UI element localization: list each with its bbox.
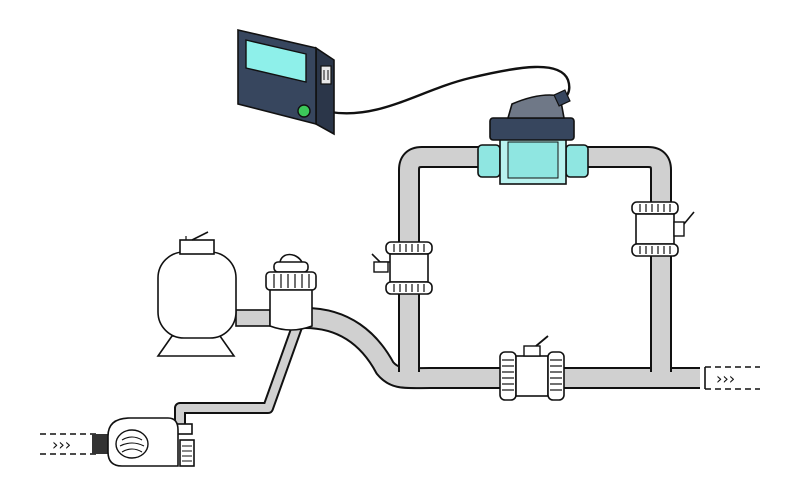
- pump-icon: [107, 417, 195, 467]
- ball-valve-icon: [499, 335, 565, 401]
- salt-cell-icon: [477, 89, 589, 185]
- outlet-flow-marker: ›››: [716, 369, 735, 388]
- multiport-valve-icon: [265, 253, 317, 331]
- check-valve-icon: [631, 201, 695, 257]
- control-unit-icon: [237, 28, 571, 136]
- controller-power-led: [297, 104, 311, 118]
- sand-filter-icon: [156, 231, 237, 357]
- union-fitting-icon: [371, 241, 433, 295]
- inlet-flow-marker: ›››: [52, 435, 71, 454]
- controller-screen: [245, 39, 307, 83]
